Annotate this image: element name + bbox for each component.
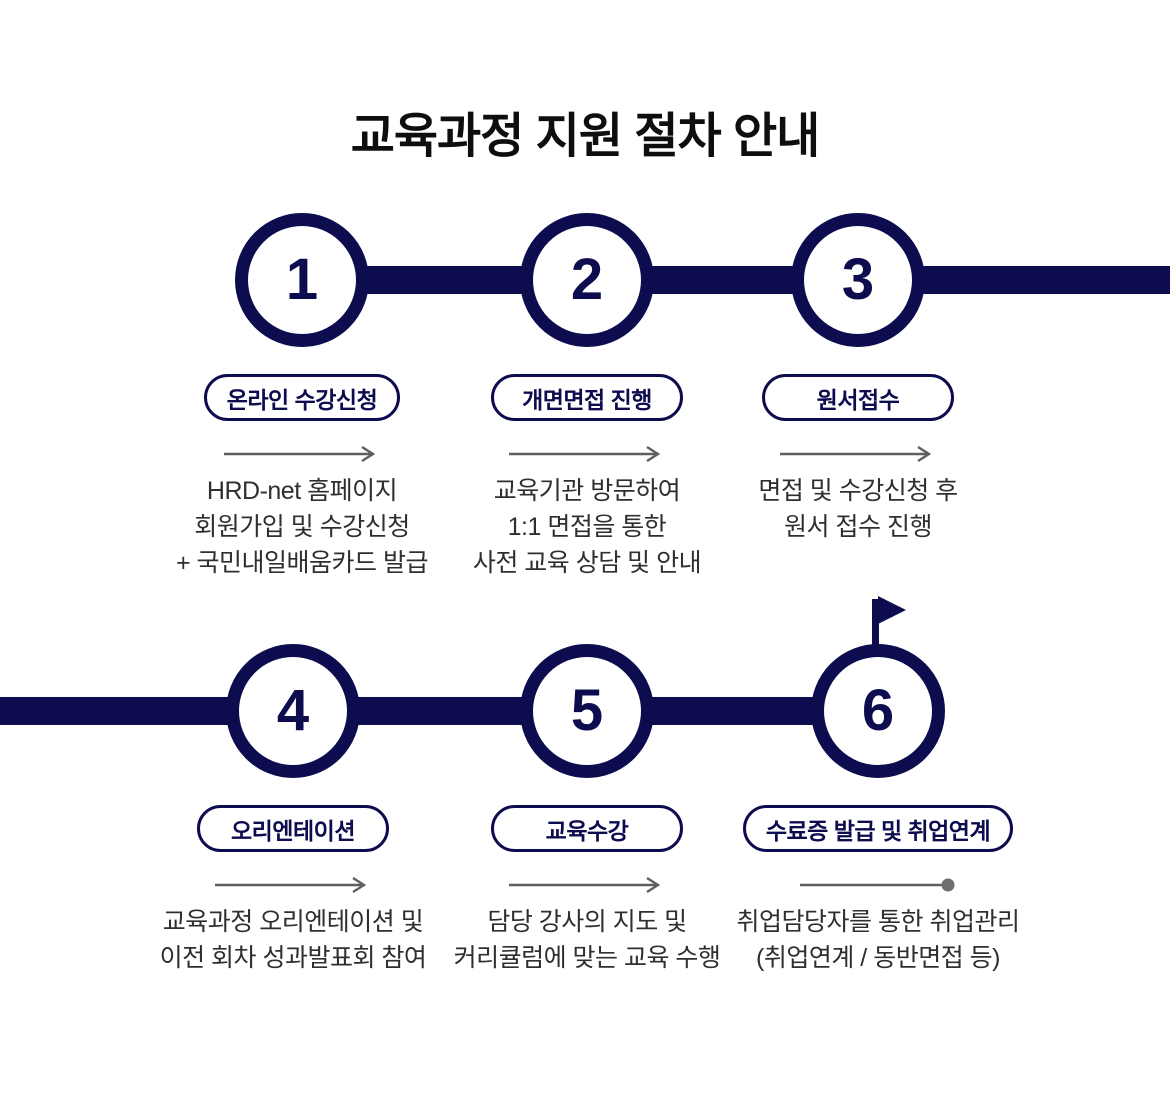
step-6: 6 수료증 발급 및 취업연계 취업담당자를 통한 취업관리 (취업연계 / 동…	[698, 644, 1058, 976]
step-3-description: 면접 및 수강신청 후 원서 접수 진행	[758, 477, 958, 541]
step-1-circle: 1	[235, 213, 369, 347]
step-3-label: 원서접수	[816, 386, 900, 413]
line-with-dot-icon	[799, 876, 957, 894]
right-arrow-icon	[508, 876, 666, 894]
step-2-label: 개면면접 진행	[522, 386, 652, 413]
step-4-label-pill: 오리엔테이션	[197, 805, 389, 852]
step-3-number: 3	[841, 247, 875, 312]
step-3-label-pill: 원서접수	[762, 374, 954, 421]
step-2: 2 개면면접 진행 교육기관 방문하여 1:1 면접을 통한 사전 교육 상담 …	[407, 213, 767, 581]
step-5-circle: 5	[520, 644, 654, 778]
step-6-number: 6	[861, 678, 895, 743]
step-2-number: 2	[570, 247, 604, 312]
step-3: 3 원서접수 면접 및 수강신청 후 원서 접수 진행	[678, 213, 1038, 545]
step-1-number: 1	[285, 247, 319, 312]
right-arrow-icon	[779, 445, 937, 463]
step-4-circle: 4	[226, 644, 360, 778]
timeline-row1	[300, 266, 1170, 294]
step-5-number: 5	[570, 678, 604, 743]
step-4-label: 오리엔테이션	[231, 817, 355, 844]
step-2-circle: 2	[520, 213, 654, 347]
right-arrow-icon	[214, 876, 372, 894]
step-4: 4 오리엔테이션 교육과정 오리엔테이션 및 이전 회차 성과발표회 참여	[113, 644, 473, 976]
step-5: 5 교육수강 담당 강사의 지도 및 커리큘럼에 맞는 교육 수행	[407, 644, 767, 976]
step-1-label: 온라인 수강신청	[226, 386, 378, 413]
step-3-circle: 3	[791, 213, 925, 347]
step-6-circle: 6	[811, 644, 945, 778]
step-6-label-pill: 수료증 발급 및 취업연계	[742, 805, 1014, 852]
step-6-label: 수료증 발급 및 취업연계	[765, 817, 991, 844]
page-title: 교육과정 지원 절차 안내	[350, 110, 821, 163]
step-4-description: 교육과정 오리엔테이션 및 이전 회차 성과발표회 참여	[159, 908, 427, 972]
step-6-description: 취업담당자를 통한 취업관리 (취업연계 / 동반면접 등)	[736, 908, 1020, 972]
step-4-number: 4	[276, 678, 310, 743]
step-5-label-pill: 교육수강	[491, 805, 683, 852]
step-1: 1 온라인 수강신청 HRD-net 홈페이지 회원가입 및 수강신청 + 국민…	[122, 213, 482, 581]
step-1-label-pill: 온라인 수강신청	[203, 374, 401, 421]
step-5-label: 교육수강	[545, 817, 629, 844]
step-2-description: 교육기관 방문하여 1:1 면접을 통한 사전 교육 상담 및 안내	[472, 477, 702, 577]
right-arrow-icon	[223, 445, 381, 463]
step-2-label-pill: 개면면접 진행	[491, 374, 683, 421]
finish-flag-icon	[872, 596, 908, 655]
step-1-description: HRD-net 홈페이지 회원가입 및 수강신청 + 국민내일배움카드 발급	[176, 477, 429, 577]
step-5-description: 담당 강사의 지도 및 커리큘럼에 맞는 교육 수행	[453, 908, 721, 972]
right-arrow-icon	[508, 445, 666, 463]
timeline-row2	[0, 697, 878, 725]
